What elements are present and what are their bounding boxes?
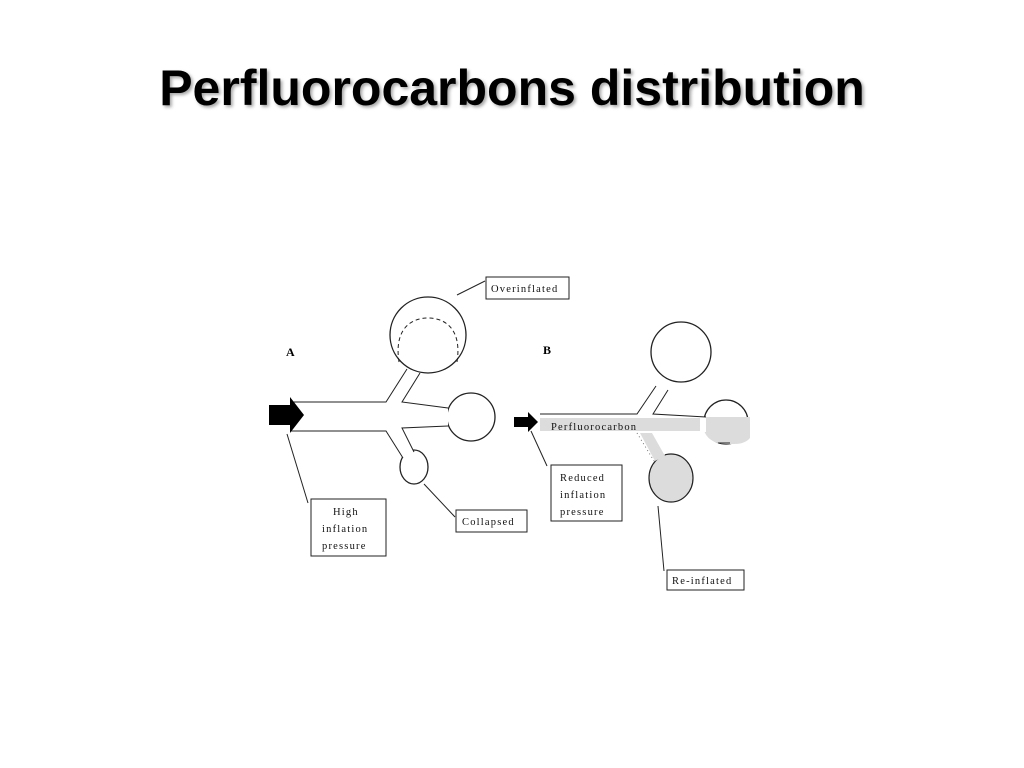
reinflated-leader [657,505,665,572]
overinflated-leader [456,280,486,296]
collapsed-box [455,509,528,533]
collapsed-alveolus [399,449,429,485]
collapsed-leader [423,483,456,518]
high-pressure-box [310,498,387,557]
overinflated-alveolus [389,296,467,374]
slide-title: Perfluorocarbons distribution [159,60,865,116]
high-pressure-line-3: pressure [322,541,367,552]
high-pressure-line-1: High [333,507,359,518]
normal-size-outline [397,317,459,363]
airway-tree-b [540,321,750,503]
panel-a: A Overinflated High inflation pressu [269,276,570,557]
right-alveolus-fluid [704,417,750,445]
reduced-pressure-line-3: pressure [560,507,605,518]
reduced-pressure-box [550,464,623,522]
normal-alveolus-a [446,392,496,442]
collapsed-label: Collapsed [462,517,515,528]
high-pressure-leader [286,433,309,504]
flow-arrow-a [269,397,304,433]
airway-edges-b [540,385,707,418]
panel-b-label: B [543,343,551,357]
high-pressure-line-2: inflation [322,524,368,535]
airway-edges-a [290,368,449,459]
reduced-pressure-line-2: inflation [560,490,606,501]
airway-body-a [290,369,448,458]
upper-alveolus-b [650,321,712,383]
airway-tree-a [290,296,496,485]
airway-fluid-b [540,418,700,431]
flow-arrow-b [514,412,538,432]
overinflated-label: Overinflated [491,284,558,295]
reinflated-alveolus [648,453,694,503]
panel-a-label: A [286,345,295,359]
reduced-pressure-leader [530,430,548,467]
reinflated-label: Re-inflated [672,576,732,587]
reinflated-box [666,569,745,591]
perfluorocarbon-label: Perfluorocarbon [551,422,637,433]
lower-branch-fluid [640,433,665,461]
overinflated-box [485,276,570,300]
panel-b: B Perfluorocarbon Reduced [514,321,750,591]
dotted-lower-edge [636,432,655,462]
reduced-pressure-line-1: Reduced [560,473,605,484]
